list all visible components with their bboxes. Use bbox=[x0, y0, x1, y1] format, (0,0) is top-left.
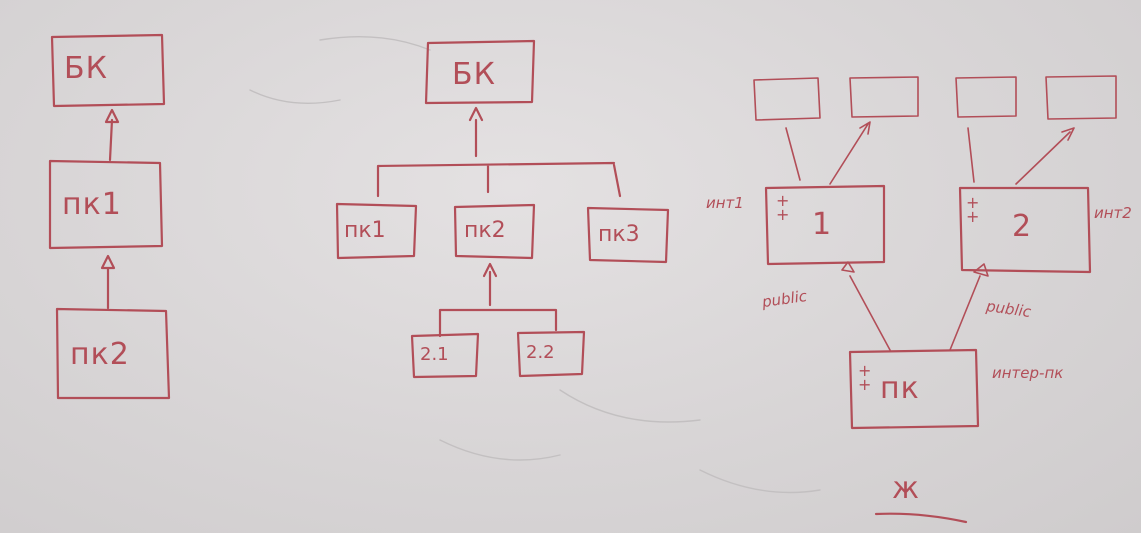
arrow-subtree-to-pk2 bbox=[482, 262, 498, 307]
box-2-2 bbox=[516, 330, 586, 378]
links-box1-up bbox=[785, 121, 871, 185]
box-bk-2 bbox=[424, 39, 536, 105]
box-bk-1 bbox=[50, 33, 166, 108]
erased-marks bbox=[249, 35, 821, 494]
small-box-3 bbox=[955, 76, 1017, 118]
label-pk3-2: пк3 bbox=[598, 222, 640, 247]
box-pk2-2 bbox=[453, 203, 536, 260]
box-pk2-1 bbox=[55, 307, 171, 400]
box-iface-1 bbox=[764, 184, 886, 266]
label-int1: инт1 bbox=[706, 194, 744, 212]
branch-level-1 bbox=[376, 161, 622, 198]
box-2-1 bbox=[410, 332, 480, 379]
label-pk2-1: пк2 bbox=[70, 337, 130, 372]
box-pk-3 bbox=[848, 348, 980, 430]
label-pk-3: пк bbox=[880, 371, 920, 406]
label-iface-1: 1 bbox=[812, 207, 833, 242]
label-pk2-2: пк2 bbox=[464, 218, 506, 243]
small-box-2 bbox=[849, 76, 919, 118]
member-marks-3: ++ bbox=[858, 361, 872, 395]
small-box-4 bbox=[1045, 75, 1117, 120]
small-box-1 bbox=[753, 77, 821, 121]
box-pk1-1 bbox=[48, 159, 164, 250]
label-bk-2: БК bbox=[452, 57, 496, 92]
label-bk-1: БК bbox=[64, 51, 108, 86]
bottom-mark: ж bbox=[892, 471, 921, 506]
label-inter-pk: интер-пк bbox=[992, 364, 1064, 382]
label-pk1-2: пк1 bbox=[344, 218, 386, 243]
box-pk1-2 bbox=[335, 202, 418, 260]
label-int2: инт2 bbox=[1094, 204, 1132, 222]
underline-mark bbox=[874, 512, 968, 524]
links-box2-up bbox=[967, 127, 1075, 185]
arrow-pk1-to-bk bbox=[104, 108, 120, 162]
box-iface-2 bbox=[958, 186, 1092, 274]
box-pk3-2 bbox=[586, 206, 670, 264]
member-marks-2: ++ bbox=[966, 193, 980, 227]
label-pk1-1: пк1 bbox=[62, 187, 122, 222]
branch-level-2 bbox=[438, 308, 558, 338]
arrow-tree-to-bk bbox=[468, 106, 484, 158]
label-iface-2: 2 bbox=[1012, 209, 1033, 244]
arrow-pk-to-1 bbox=[841, 261, 891, 351]
arrow-pk2-to-pk1 bbox=[100, 254, 116, 310]
member-marks-1: ++ bbox=[776, 191, 790, 225]
label-2-2: 2.2 bbox=[526, 342, 555, 363]
arrow-pk-to-2 bbox=[949, 263, 989, 351]
label-2-1: 2.1 bbox=[420, 344, 449, 365]
